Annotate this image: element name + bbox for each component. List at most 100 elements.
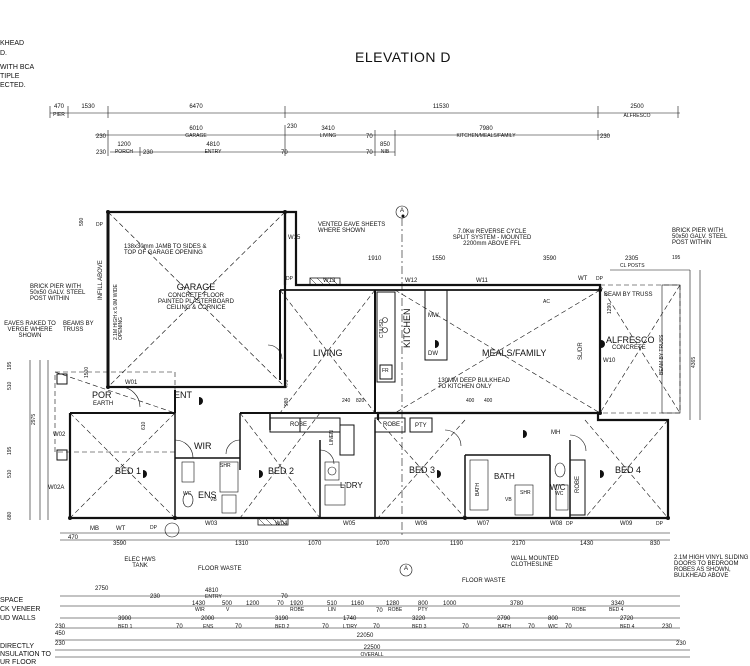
dim-bot3-70d: 70 [373,624,380,630]
brick-pier-left-note: BRICK PIER WITH 50x50 GALV. STEEL POST W… [30,284,86,302]
dim-bot2-pty: PTY [418,607,428,613]
dim-bot3-3190: 3190 [275,616,289,622]
room-bed4: BED 4 [615,465,642,475]
dim-row2-230b: 230 [287,124,298,130]
wc-1: WC [183,491,192,497]
dim-bot3-3220: 3220 [412,616,426,622]
dim-bot2-robe2: ROBE [388,607,403,613]
room-porch: POR [92,390,112,400]
garage-note: CONCRETE FLOOR PAINTED PLASTERBOARD CEIL… [158,293,234,311]
dim-bot1-1430: 1430 [580,541,594,547]
dim-bot3-70g: 70 [565,624,572,630]
dim-bot2-70: 70 [281,594,288,600]
dim-top-6470: 6470 [189,104,203,110]
dim-bot2-lin: LIN [328,607,336,613]
dim-bot2-1000: 1000 [443,601,457,607]
downpipe-2: DP [150,525,157,531]
room-entry: ENT [174,390,192,400]
room-pantry: PTY [415,423,427,429]
dim-cl-posts: CL POSTS [620,263,645,269]
room-kitchen: KITCHEN [402,308,412,348]
window-w02: W02 [53,432,66,438]
dim-bot2-1280: 1280 [386,601,400,607]
room-ens: ENS [198,490,217,500]
microwave: MW [428,313,439,319]
dim-195: 195 [672,255,681,261]
dim-bot2-entry: ENTRY [205,594,222,600]
window-w12: W12 [405,278,418,284]
dim-bot2-robe1: ROBE [290,607,305,613]
dim-row2-230c: 230 [600,134,611,140]
dim-bot2b-500: 500 [222,601,233,607]
dim-row2-kitchen: KITCHEN/MEALS/FAMILY [456,133,516,139]
infill-note: INFILL ABOVE [98,260,104,300]
dim-bot2-1920: 1920 [290,601,304,607]
window-w08: W08 [550,521,563,527]
dim-row2-3410: 3410 [321,126,335,132]
side-note-bottom4: DIRECTLY [0,643,35,650]
elec-hws-note: ELEC HWS TANK [124,557,156,569]
vented-eave-note: VENTED EAVE SHEETS WHERE SHOWN [318,222,386,234]
dim-510-b: 510 [7,469,13,478]
room-wc: W/C [550,483,566,492]
dim-1290: 1290 [607,302,613,314]
dim-top-pier: PIER [53,112,65,118]
dim-bot3-wc: W/C [548,624,558,630]
manhole: MH [551,430,561,436]
dim-row3-230a: 230 [96,150,107,156]
meter-box: MB [90,526,99,532]
dim-top-11530: 11530 [432,104,450,110]
dim-bot3-ens: ENS [203,624,214,630]
room-garage: GARAGE [176,282,216,292]
dim-row2-230a: 230 [96,134,107,140]
side-note-line4: TIPLE [0,73,20,80]
room-robe-1: ROBE [290,422,308,428]
jamb-note: 138x30mm JAMB TO SIDES & TOP OF GARAGE O… [124,244,207,256]
dim-195-b: 195 [7,446,13,455]
dim-bot2-2750: 2750 [95,586,109,592]
window-w09: W09 [620,521,633,527]
beams-by-truss-note: BEAMS BY TRUSS [63,321,94,333]
downpipe-5: DP [566,521,573,527]
dim-bot2-1160: 1160 [351,601,364,607]
window-w05: W05 [343,521,356,527]
room-bed2: BED 2 [268,466,295,476]
side-note-bottom5: NSULATION TO [0,651,51,658]
dim-bot2-800: 800 [418,601,429,607]
dim-bot3-bed4: BED 4 [620,624,635,630]
dim-bot4-450: 450 [55,631,66,637]
dim-610: 610 [141,421,147,430]
room-bath: BATH [494,472,515,481]
ct-usd: CT/USD [379,319,385,338]
dim-row3-70b: 70 [366,150,373,156]
window-w15: W15 [288,235,301,241]
room-robe-3: ROBE [575,475,581,493]
dim-top-alfresco: ALFRESCO [623,113,651,119]
dim-bot3-70f: 70 [528,624,535,630]
room-alfresco: ALFRESCO [606,335,655,345]
reverse-cycle-note: 7.0Kw REVERSE CYCLE SPLIT SYSTEM - MOUNT… [452,229,532,247]
dim-590: 590 [79,217,85,226]
dim-3590: 3590 [543,256,557,262]
window-w13: W13 [323,278,336,284]
dim-row3-nib: NIB [380,149,390,155]
dim-bot3-ldry: L'DRY [343,624,358,630]
dim-bot1-1070b: 1070 [376,541,390,547]
room-bed3: BED 3 [409,465,436,475]
beam-by-truss-vertical: BEAM BY TRUSS [659,334,665,375]
bath-tub: BATH [475,483,481,496]
fridge: FR [382,368,389,374]
dim-bot3-bed3: BED 3 [412,624,427,630]
dim-bot3-70a: 70 [176,624,183,630]
dim-bot2-3340: 3340 [611,601,625,607]
shower-2: SHR [520,490,531,496]
dim-2305: 2305 [625,256,639,262]
dim-row2-7980: 7980 [479,126,493,132]
dim-bot1-1310: 1310 [235,541,249,547]
side-note-bottom2: CK VENEER [0,606,41,613]
wall-tile-1: WT [116,526,126,532]
dim-bot3-70e: 70 [462,624,469,630]
sliding-door: SL/DR [578,342,584,360]
room-meals-family: MEALS/FAMILY [482,348,547,358]
dim-22050: 22050 [356,633,374,639]
